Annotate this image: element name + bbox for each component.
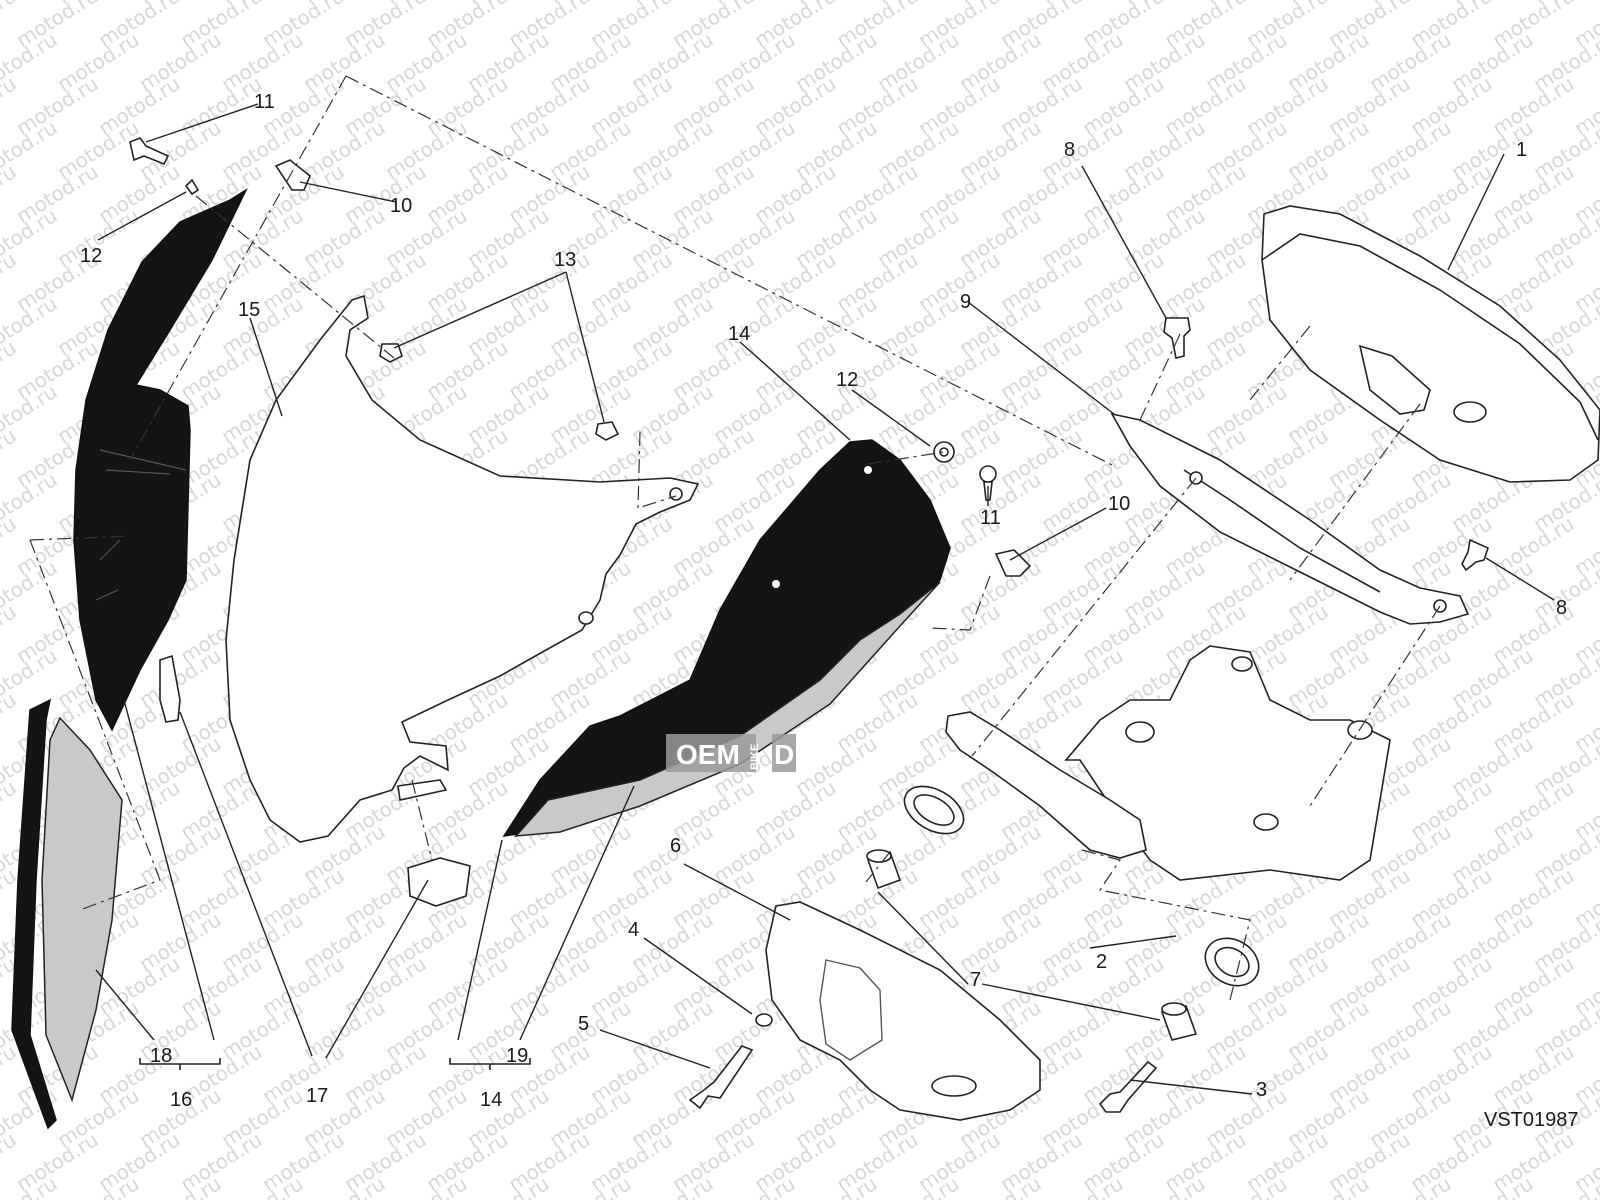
callout-1: 1	[1516, 139, 1527, 161]
part-6-headlight-cover	[765, 901, 1041, 1121]
part-18-decal	[11, 698, 123, 1130]
callout-10-lower: 10	[1108, 493, 1130, 515]
part-8-screw-upper	[1163, 317, 1191, 359]
oem-stamp-text: OEM	[676, 739, 740, 770]
leader-lines	[95, 103, 1555, 1095]
reference-lines	[29, 75, 1441, 1001]
callout-16: 16	[170, 1089, 192, 1111]
part-8-screw-lower	[1461, 538, 1489, 572]
callout-19: 19	[506, 1045, 528, 1067]
oem-stamp: OEM BIKE D	[666, 734, 796, 772]
part-12-washer-lower	[933, 441, 955, 463]
callout-2: 2	[1096, 951, 1107, 973]
callout-8-upper: 8	[1064, 139, 1075, 161]
callout-12-upper: 12	[80, 245, 102, 267]
part-15-windshield-frame	[225, 294, 700, 843]
callout-8-lower: 8	[1556, 597, 1567, 619]
callout-11-lower: 11	[980, 507, 1001, 529]
part-9-bracket	[1110, 412, 1470, 625]
part-1-instrument-cluster	[1261, 205, 1600, 483]
part-5-screw	[688, 1045, 754, 1110]
callout-18: 18	[150, 1045, 172, 1067]
callout-6: 6	[670, 835, 681, 857]
callout-17: 17	[306, 1085, 328, 1107]
callout-4: 4	[628, 919, 639, 941]
callout-7: 7	[970, 969, 981, 991]
callout-5: 5	[578, 1013, 589, 1035]
callout-10-upper: 10	[390, 195, 412, 217]
drawing-code: VST01987	[1484, 1109, 1579, 1131]
callout-14-upper: 14	[728, 323, 750, 345]
part-4-washer	[755, 1013, 773, 1027]
brace-16	[139, 1058, 221, 1070]
part-14-front-fairing	[502, 439, 951, 837]
part-13-nut-upper	[379, 343, 403, 363]
brace-14	[449, 1058, 531, 1070]
part-16-side-panel	[73, 187, 248, 732]
callout-13: 13	[554, 249, 576, 271]
callout-labels: 1 2 3 4 5 6 7 8 8 9 10 10 11 11 12 12 13…	[80, 91, 1567, 1111]
callout-14-lower: 14	[480, 1089, 502, 1111]
oem-stamp-extra: D	[774, 739, 794, 770]
callout-11-upper: 11	[254, 91, 275, 113]
callout-9: 9	[960, 291, 971, 313]
part-13-nut-lower	[595, 421, 620, 441]
part-10-clip-lower	[994, 549, 1032, 577]
callout-12-lower: 12	[836, 369, 858, 391]
watermark-text: motod.ru	[0, 0, 20, 52]
support-bracket	[945, 645, 1391, 881]
callout-3: 3	[1256, 1079, 1267, 1101]
part-7-spacer-right	[1160, 1002, 1198, 1041]
callout-15: 15	[238, 299, 260, 321]
part-12-washer-upper	[184, 178, 200, 196]
part-2-grommet-right	[1204, 937, 1260, 987]
part-11-screw-upper	[129, 137, 170, 166]
part-3-screw	[1098, 1060, 1158, 1113]
part-17-grommet-lower	[407, 857, 471, 907]
part-17-grommet-upper	[159, 654, 181, 723]
part-2-grommet-left	[903, 785, 965, 835]
oem-stamp-subtext: BIKE	[749, 744, 761, 770]
